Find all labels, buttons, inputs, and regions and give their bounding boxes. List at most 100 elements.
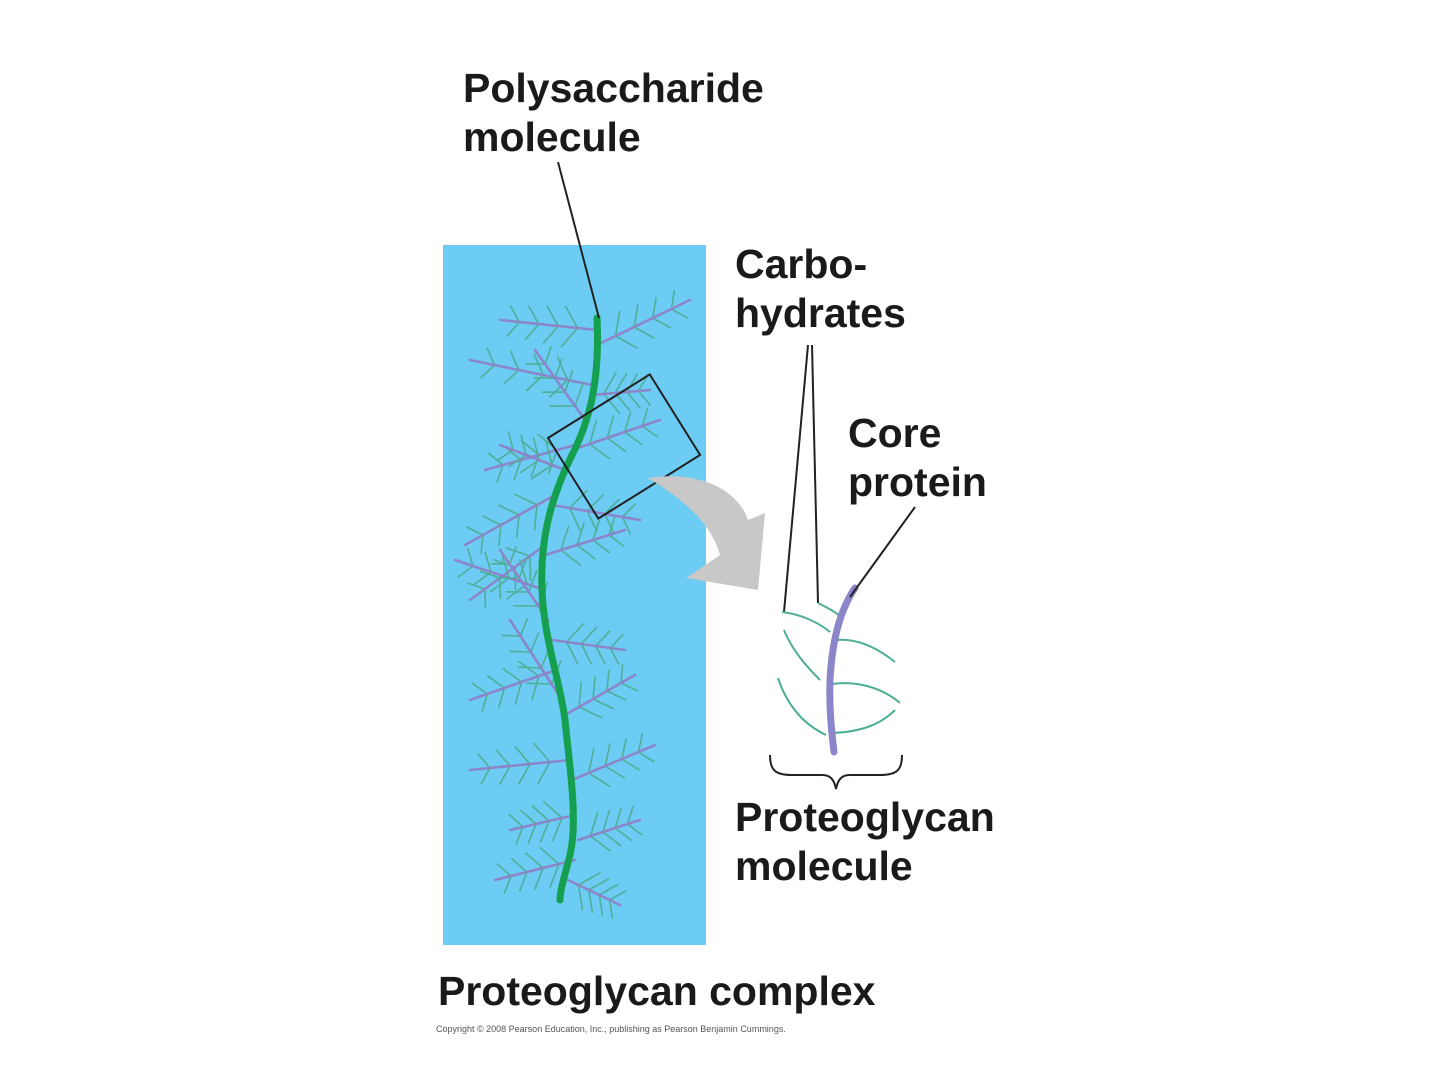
carbohydrate-chain [531, 675, 540, 701]
carbohydrate-chain [549, 863, 560, 888]
carbohydrate-chain [620, 738, 627, 760]
carbohydrate-chain [598, 884, 618, 896]
carbohydrate-chain [560, 525, 570, 551]
carbohydrates-leader-line-right [811, 344, 819, 604]
carbohydrate-chain [526, 682, 553, 685]
carbohydrate-chain [580, 643, 593, 665]
carbohydrate-chain [564, 369, 574, 393]
carbohydrate-chain [529, 632, 540, 653]
carbohydrate-chain [518, 871, 528, 892]
carbohydrate-chain [481, 693, 489, 713]
carbohydrate-chain [496, 464, 504, 484]
carbohydrate-chain [608, 890, 627, 901]
carbohydrates-label: Carbo- hydrates [735, 240, 906, 338]
carbohydrate-chain [520, 439, 540, 456]
carbohydrate-chain [508, 546, 517, 565]
core-protein-arm [550, 503, 642, 522]
carbohydrate-chain [594, 645, 606, 665]
carbohydrate-chain [479, 570, 501, 579]
carbohydrate-chain [514, 746, 531, 765]
proteoglycan-complex-label-text: Proteoglycan complex [438, 968, 876, 1014]
carbohydrate-chain [497, 449, 514, 462]
carbohydrate-chain [551, 817, 563, 842]
carbohydrate-chain [592, 675, 596, 700]
carbohydrates-label-line1: Carbo- [735, 241, 868, 287]
carbohydrate-chain [623, 431, 643, 445]
carbohydrate-chain [548, 379, 569, 398]
magnify-arrow [648, 476, 765, 590]
carbohydrate-chain [606, 669, 610, 692]
carbohydrate-chain [606, 437, 627, 453]
carbohydrate-chain [517, 666, 543, 669]
core-protein-label-line2: protein [848, 459, 987, 505]
core-protein-arm [453, 558, 547, 592]
carbohydrate-chain [534, 867, 544, 890]
carbohydrate-chain [486, 347, 496, 366]
carbohydrate-chain [601, 831, 622, 847]
carbohydrate-chain [614, 827, 633, 842]
carbohydrate-chain [529, 555, 532, 582]
carbohydrate-chain [623, 411, 632, 433]
carbohydrate-chain [592, 519, 600, 541]
carbohydrate-chain [465, 526, 484, 536]
core-protein-arm [508, 813, 577, 832]
carbohydrate-chain [608, 899, 614, 919]
carbohydrate-chain [604, 743, 611, 767]
carbohydrate-chain [608, 516, 616, 536]
carbohydrate-chain [518, 763, 531, 785]
core-protein-arm [550, 638, 627, 652]
carbohydrate-chain [503, 369, 520, 385]
core-protein-arm [566, 878, 622, 907]
carbohydrate-chain [531, 805, 550, 822]
carbohydrate-chain [783, 629, 821, 681]
carbohydrate-chain [519, 459, 540, 474]
carbohydrate-chain [587, 889, 594, 914]
core-protein-arm [533, 348, 587, 422]
carbohydrate-chain [587, 748, 595, 774]
carbohydrate-chain [508, 813, 524, 828]
carbohydrate-chain [620, 758, 640, 771]
carbohydrate-chain [625, 373, 638, 393]
carbohydrate-chain [513, 493, 538, 506]
carbohydrate-chain [614, 372, 628, 394]
carbohydrate-chain [598, 894, 604, 916]
carbohydrate-chain [594, 630, 611, 647]
carbohydrate-chain [614, 392, 631, 412]
polysaccharide-label-line2: molecule [463, 114, 641, 160]
proteoglycan-molecule-label-line1: Proteoglycan [735, 794, 995, 840]
carbohydrate-chain [651, 297, 657, 319]
carbohydrate-chain [480, 364, 496, 379]
carbohydrate-chain [457, 565, 474, 578]
carbohydrate-chain [781, 611, 831, 633]
carbohydrate-chain [601, 809, 611, 833]
carbohydrate-chain [609, 647, 620, 666]
carbohydrate-chain [546, 305, 560, 327]
carbohydrate-chain [518, 558, 528, 579]
core-protein-arm [493, 858, 577, 882]
proteoglycan-molecule-label-line2: molecule [735, 843, 913, 889]
carbohydrate-chain [578, 681, 583, 708]
carbohydrate-chain [587, 772, 611, 787]
carbohydrate-chain [554, 357, 563, 379]
carbohydrate-chain [510, 857, 528, 873]
carbohydrate-chain [637, 390, 651, 406]
carbohydrate-chain [484, 551, 492, 573]
carbohydrate-chain [831, 709, 896, 734]
carbohydrate-chain [517, 660, 540, 677]
carbohydrate-chain [495, 749, 511, 767]
carbohydrate-chain [519, 559, 528, 585]
carbohydrate-chain [578, 706, 603, 719]
carbohydrate-chain [670, 308, 689, 319]
core-protein-label-line1: Core [848, 410, 942, 456]
carbohydrate-chain [602, 393, 621, 414]
carbohydrate-chain [586, 510, 598, 533]
carbohydrate-chain [560, 549, 582, 566]
core-protein-arm [595, 298, 692, 347]
carbohydrate-chain [565, 641, 579, 665]
polysaccharide-leader-line [557, 161, 600, 319]
carbohydrate-chain [603, 513, 615, 534]
carbohydrate-chain [587, 878, 610, 891]
carbohydrate-chain [481, 515, 502, 526]
proteoglycan-complex-label: Proteoglycan complex [438, 967, 875, 1016]
